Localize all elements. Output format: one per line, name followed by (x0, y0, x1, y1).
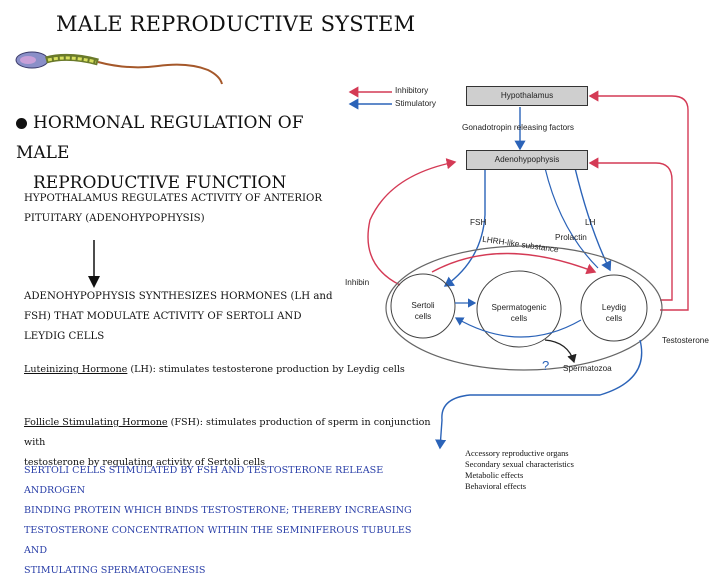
sertoli-label: Sertoli cells (411, 301, 435, 321)
prolactin-arrow (544, 167, 599, 269)
lh-term: Luteinizing Hormone (24, 364, 128, 375)
hypothalamus-paragraph: HYPOTHALAMUS REGULATES ACTIVITY OF ANTER… (24, 193, 323, 224)
adenohypophysis-paragraph: ADENOHYPOPHYSIS SYNTHESIZES HORMONES (LH… (24, 291, 333, 342)
spermatogenic-circle (476, 270, 562, 348)
spermatozoa-arrow (544, 339, 577, 364)
outcome-item: Accessory reproductive organs (465, 449, 569, 458)
question-mark: ? (542, 358, 550, 373)
outcomes-list: Accessory reproductive organs Secondary … (465, 448, 574, 492)
lh-description: Luteinizing Hormone (LH): stimulates tes… (24, 364, 405, 375)
outcome-item: Metabolic effects (465, 471, 524, 480)
lh-arrow (574, 167, 612, 272)
spermatozoa-label: Spermatozoa (563, 364, 612, 373)
adenohypophysis-box: Adenohypophysis (466, 150, 588, 170)
fsh-description: Follicle Stimulating Hormone (FSH): stim… (24, 417, 431, 468)
testosterone-outcome-arrow (435, 339, 643, 450)
lh-label: LH (585, 218, 596, 227)
inhibin-arrow (367, 158, 457, 286)
prolactin-label: Prolactin (555, 233, 587, 242)
testis-outline (385, 245, 663, 371)
section-heading: HORMONAL REGULATION OF MALE REPRODUCTIVE… (16, 108, 346, 198)
testosterone-label: Testosterone (662, 336, 709, 345)
outcome-item: Secondary sexual characteristics (465, 460, 574, 469)
sperm-illustration (15, 51, 223, 85)
lhrh-arrow (431, 252, 597, 275)
page-title: MALE REPRODUCTIVE SYSTEM (56, 12, 416, 36)
fsh-label: FSH (470, 218, 487, 227)
hypothalamus-box: Hypothalamus (466, 86, 588, 106)
bullet-icon (16, 118, 27, 129)
testosterone-adenohypophysis-arrow (588, 157, 673, 301)
down-arrow-icon (88, 240, 100, 288)
fsh-arrow (443, 168, 486, 287)
fsh-term: Follicle Stimulating Hormone (24, 417, 168, 428)
testosterone-sertoli-arrow (454, 317, 582, 338)
leydig-label: Leydig cells (601, 303, 627, 323)
heading-line-2: REPRODUCTIVE FUNCTION (33, 173, 287, 193)
sertoli-circle (390, 273, 456, 339)
regulation-diagram (348, 86, 689, 450)
gnrf-label: Gonadotropin releasing factors (462, 123, 574, 132)
spermatogenic-label: Spermatogenic cells (491, 303, 547, 323)
legend-stimulatory-label: Stimulatory (395, 99, 436, 108)
legend-inhibitory-label: Inhibitory (395, 86, 429, 95)
testosterone-hypothalamus-arrow (588, 90, 689, 311)
inhibin-label: Inhibin (345, 278, 370, 287)
leydig-circle (580, 274, 648, 342)
outcome-item: Behavioral effects (465, 482, 527, 491)
heading-line-1: HORMONAL REGULATION OF MALE (16, 113, 304, 163)
